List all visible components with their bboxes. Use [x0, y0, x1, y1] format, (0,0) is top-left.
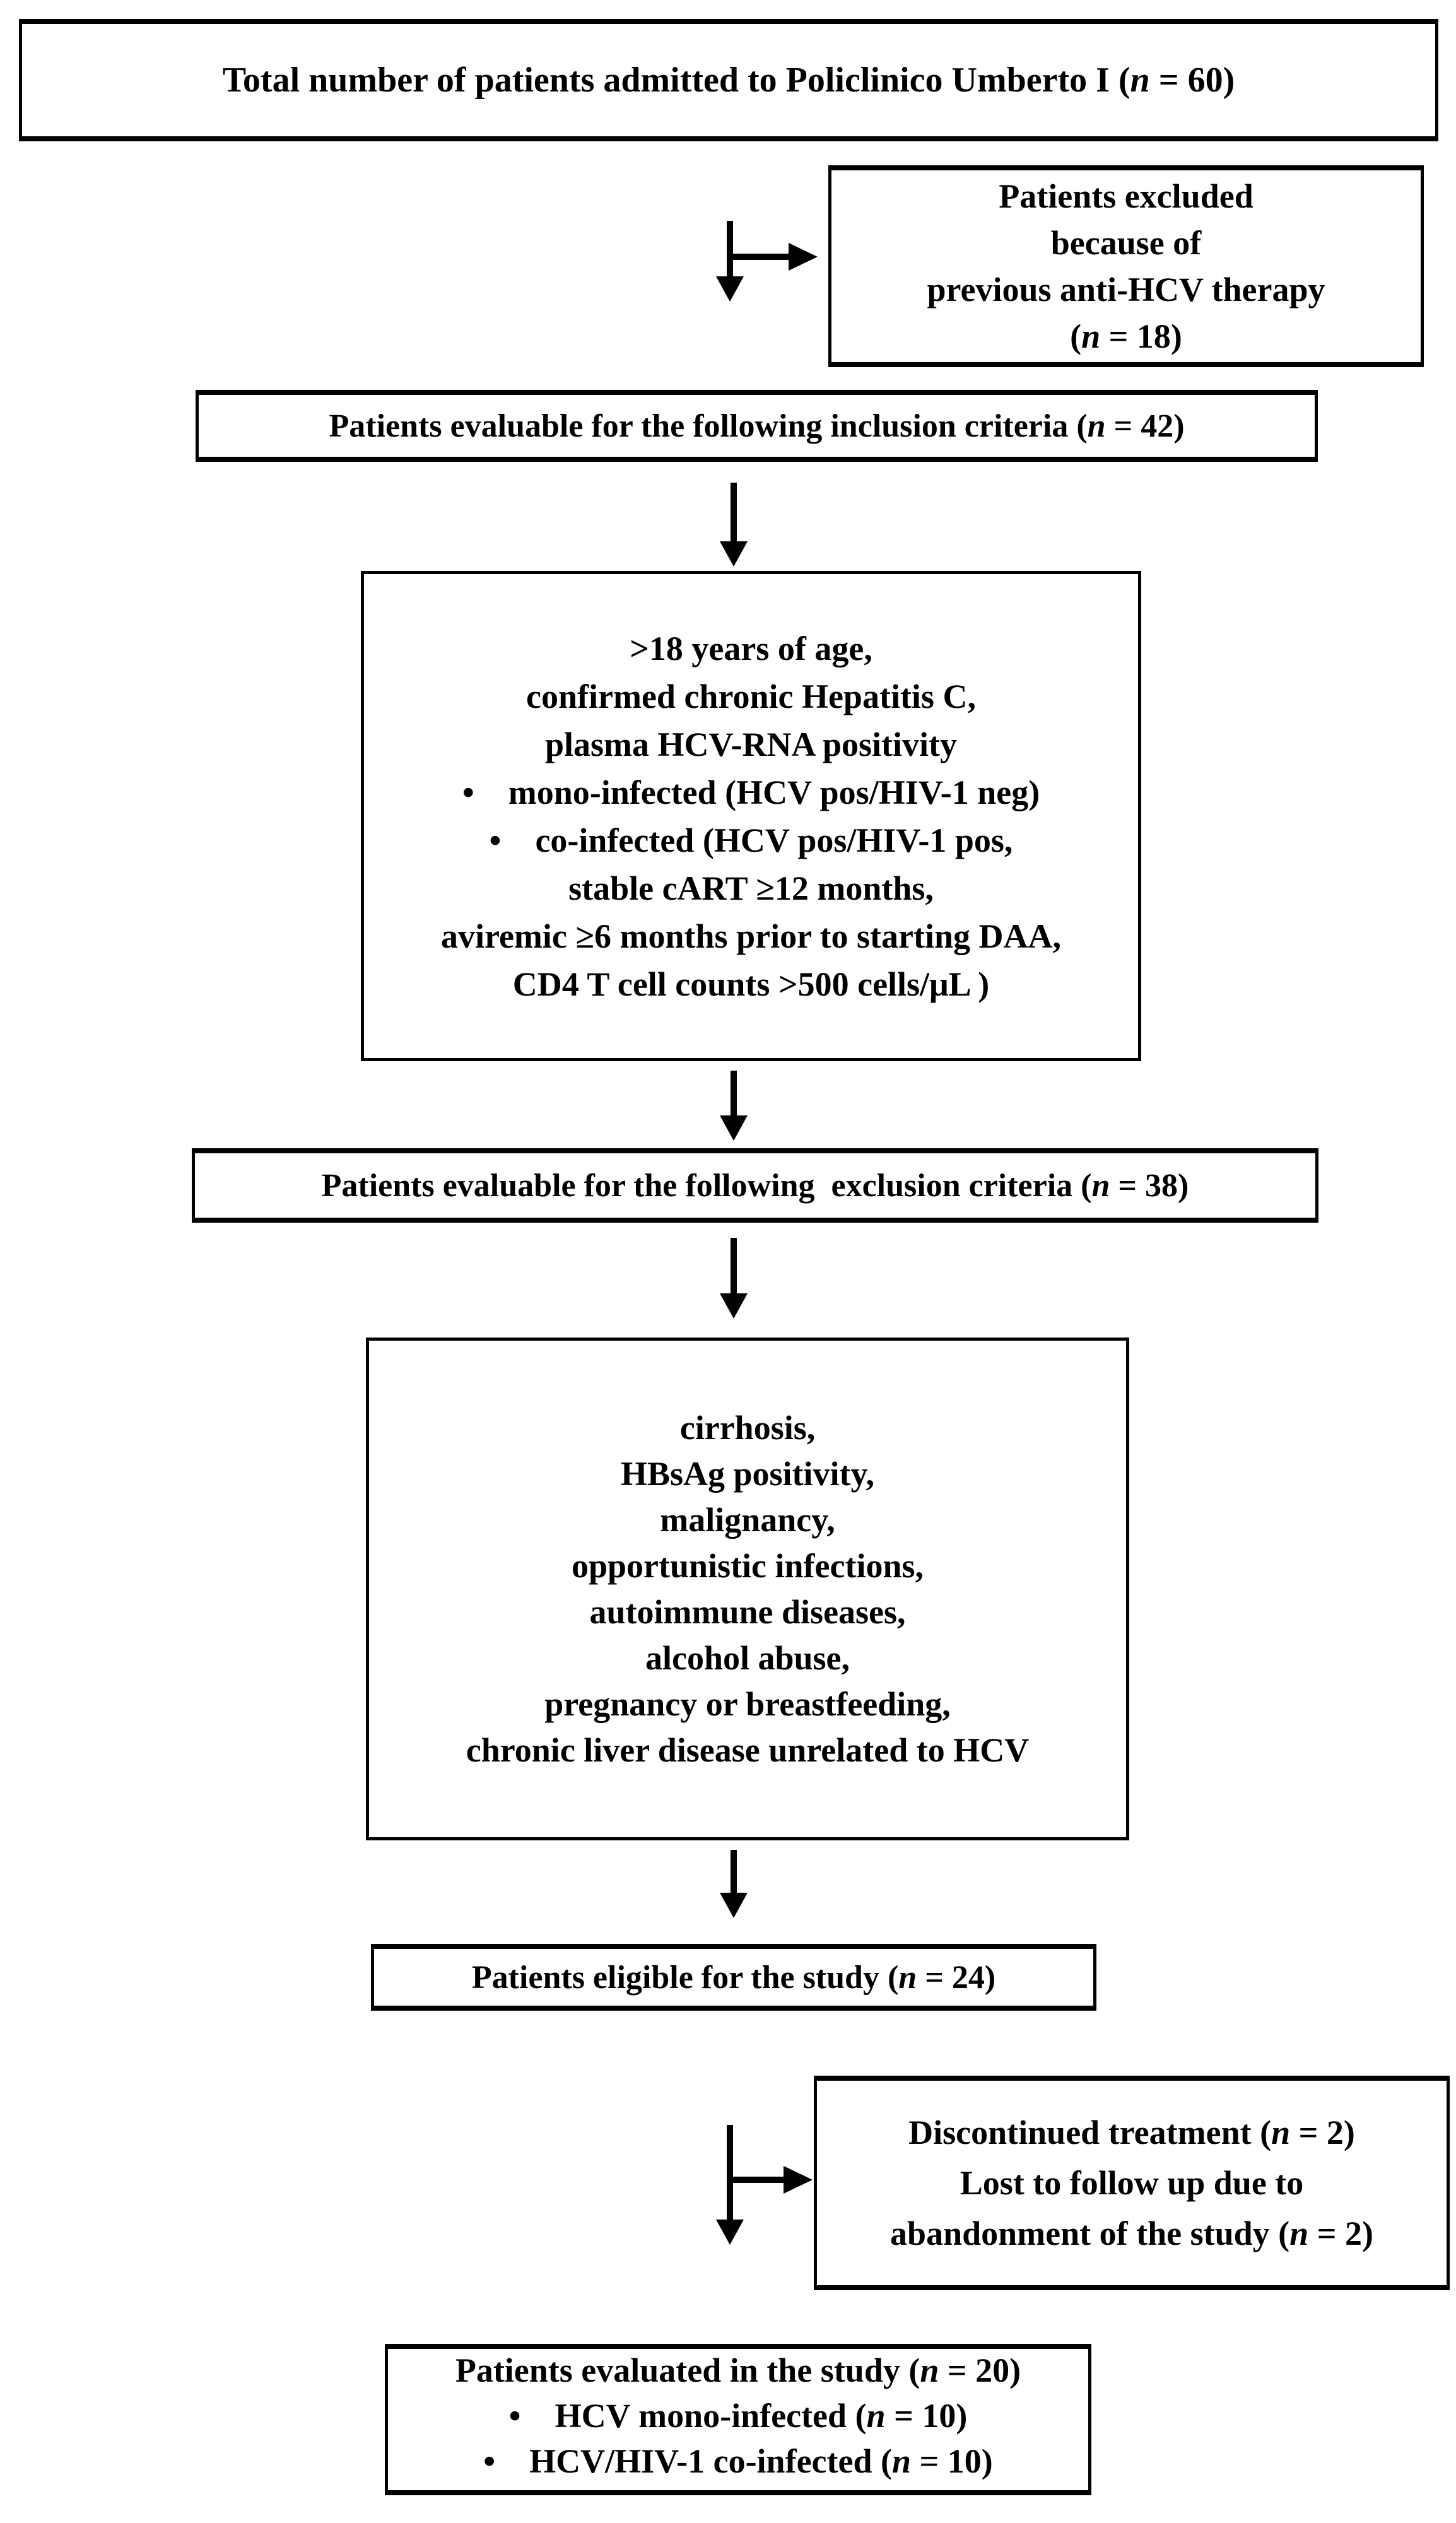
- elbow-arrow-line-vertical: [727, 2125, 733, 2222]
- text-line: • co-infected (HCV pos/HIV-1 pos,: [489, 821, 1013, 859]
- italic-n: n: [898, 1959, 917, 1996]
- italic-n: n: [866, 2397, 886, 2435]
- text-line: Patients evaluable for the following exc…: [321, 1167, 1189, 1204]
- italic-n: n: [1289, 2214, 1309, 2252]
- text-line: Lost to follow up due to: [960, 2164, 1304, 2202]
- bar-patients-eligible: Patients eligible for the study (n = 24): [371, 1944, 1096, 2011]
- text-line: Total number of patients admitted to Pol…: [222, 61, 1235, 100]
- arrow-line-vertical: [731, 1238, 737, 1296]
- box-patients-evaluated: Patients evaluated in the study (n = 20)…: [385, 2344, 1091, 2495]
- text-line: Patients excluded: [999, 177, 1253, 215]
- text-line: opportunistic infections,: [571, 1546, 924, 1585]
- text-line: >18 years of age,: [630, 629, 872, 668]
- text-line: (n = 18): [1070, 317, 1182, 355]
- text-line: previous anti-HCV therapy: [927, 271, 1325, 309]
- text-line: alcohol abuse,: [645, 1638, 850, 1677]
- box-exclusion-criteria-list: cirrhosis, HBsAg positivity, malignancy, op…: [366, 1338, 1129, 1840]
- text-line: Patients evaluated in the study (n = 20): [455, 2351, 1021, 2389]
- arrowhead-down-icon: [720, 541, 748, 567]
- arrowhead-right-icon: [789, 243, 818, 271]
- text-line: HBsAg positivity,: [620, 1454, 875, 1493]
- text-line: abandonment of the study (n = 2): [890, 2214, 1373, 2252]
- italic-n: n: [891, 2442, 912, 2480]
- arrow-line-vertical: [731, 1071, 737, 1118]
- text-line: cirrhosis,: [679, 1408, 816, 1447]
- italic-n: n: [920, 2351, 939, 2389]
- elbow-arrow-line-horizontal: [732, 2177, 785, 2183]
- elbow-arrow-line-horizontal: [732, 254, 790, 260]
- text-line: aviremic ≥6 months prior to starting DAA…: [440, 917, 1062, 955]
- arrowhead-down-icon: [716, 276, 744, 302]
- text-line: • mono-infected (HCV pos/HIV-1 neg): [462, 773, 1040, 811]
- bar-evaluable-exclusion-criteria: Patients evaluable for the following exc…: [192, 1148, 1318, 1223]
- text-line: plasma HCV-RNA positivity: [544, 725, 958, 763]
- text-line: • HCV mono-infected (n = 10): [508, 2397, 968, 2435]
- text-line: pregnancy or breastfeeding,: [544, 1685, 951, 1723]
- italic-n: n: [1091, 1167, 1110, 1204]
- italic-n: n: [1130, 61, 1150, 100]
- italic-n: n: [1081, 317, 1101, 355]
- text-line: • HCV/HIV-1 co-infected (n = 10): [483, 2442, 993, 2480]
- bar-evaluable-inclusion-criteria: Patients evaluable for the following inc…: [196, 390, 1318, 462]
- text-line: chronic liver disease unrelated to HCV: [466, 1731, 1030, 1769]
- text-line: because of: [1050, 224, 1202, 262]
- arrowhead-down-icon: [720, 1115, 748, 1141]
- arrow-line-vertical: [731, 483, 737, 544]
- elbow-arrow-line-vertical: [727, 221, 733, 279]
- italic-n: n: [1271, 2114, 1291, 2151]
- box-patients-excluded: Patients excluded because of previous anti…: [828, 165, 1424, 367]
- text-line: confirmed chronic Hepatitis C,: [526, 677, 976, 715]
- italic-n: n: [1087, 408, 1106, 444]
- text-line: Patients evaluable for the following inc…: [329, 408, 1185, 444]
- arrowhead-down-icon: [720, 1893, 748, 1918]
- text-line: stable cART ≥12 months,: [568, 869, 934, 907]
- arrow-line-vertical: [731, 1850, 737, 1895]
- box-discontinued-lost-followup: Discontinued treatment (n = 2) Lost to fo…: [814, 2076, 1450, 2290]
- text-line: Discontinued treatment (n = 2): [908, 2114, 1355, 2151]
- text-line: autoimmune diseases,: [589, 1592, 906, 1631]
- box-total-admitted: Total number of patients admitted to Pol…: [19, 19, 1438, 141]
- arrowhead-down-icon: [720, 1293, 748, 1319]
- arrowhead-down-icon: [716, 2220, 744, 2245]
- text-line: CD4 T cell counts >500 cells/μL ): [512, 965, 990, 1003]
- arrowhead-right-icon: [784, 2166, 813, 2194]
- box-inclusion-criteria-list: >18 years of age, confirmed chronic Hepat…: [361, 571, 1141, 1061]
- text-line: Patients eligible for the study (n = 24): [471, 1959, 996, 1996]
- text-line: malignancy,: [660, 1500, 835, 1539]
